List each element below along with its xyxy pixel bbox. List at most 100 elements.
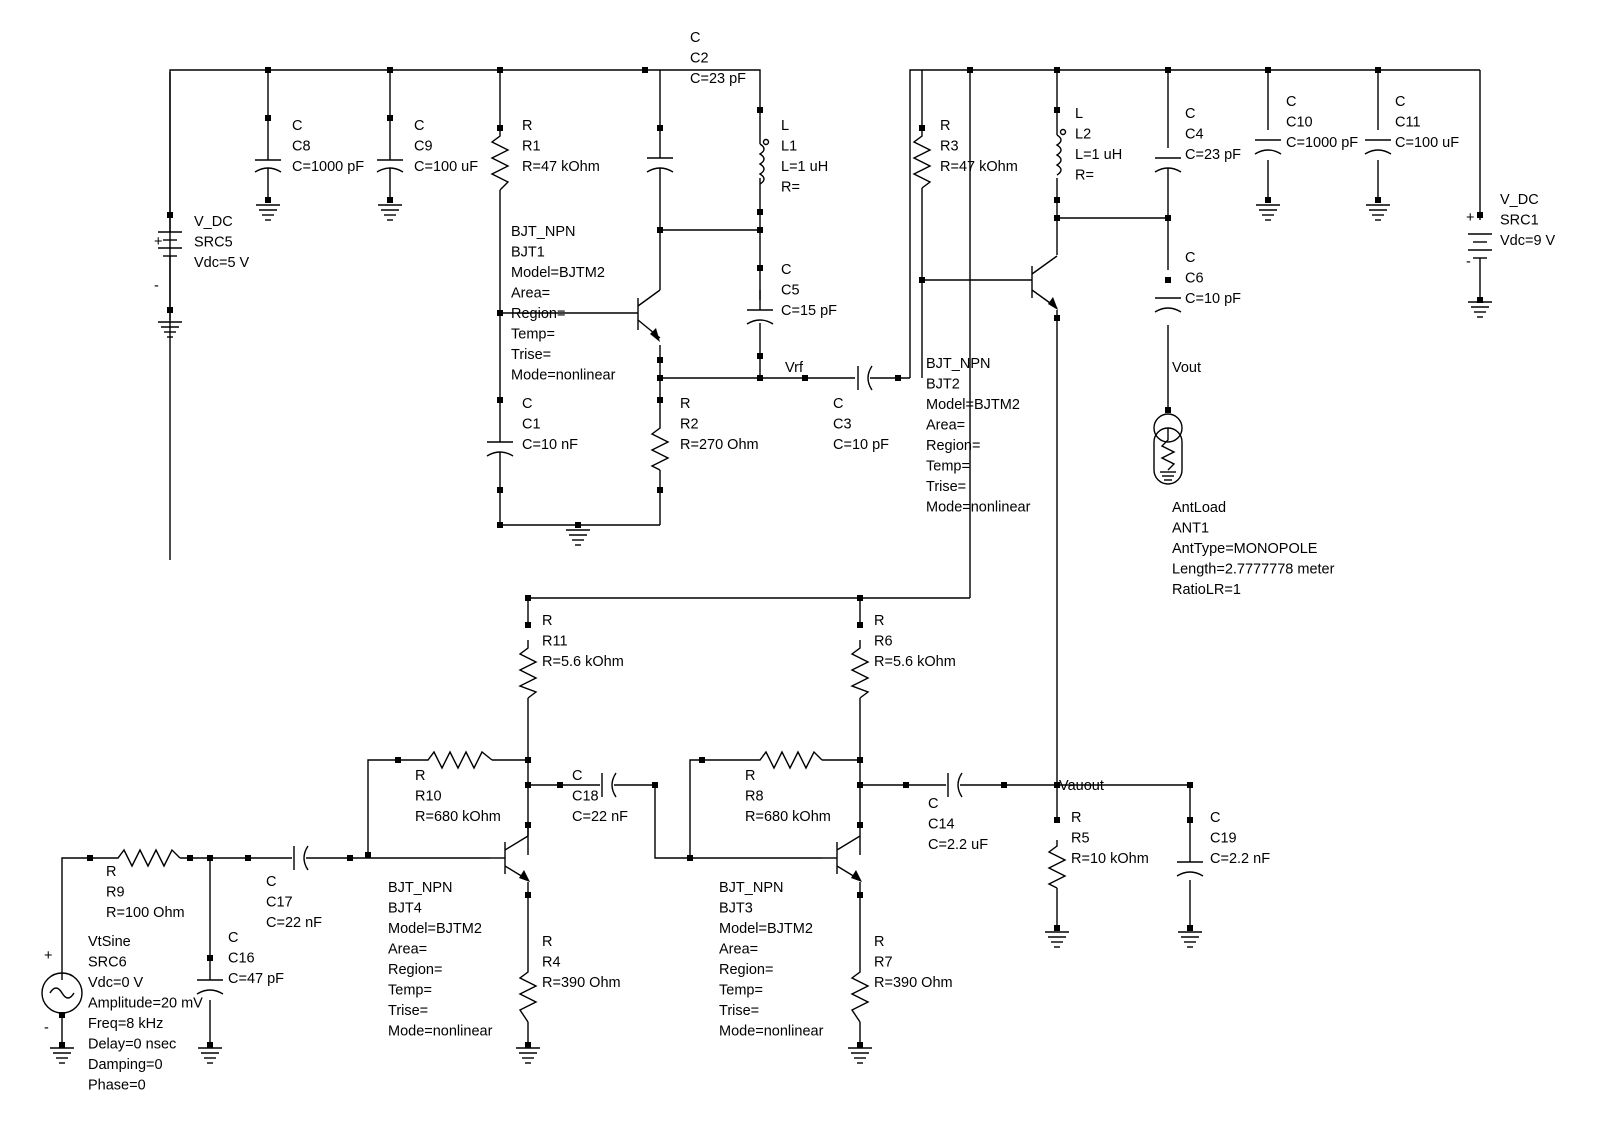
- label-src5-line: Vdc=5 V: [194, 255, 250, 271]
- label-l1-line: L=1 uH: [781, 159, 828, 175]
- junction-dot: [657, 487, 663, 493]
- transistors: [490, 255, 1058, 882]
- junction-dot: [265, 115, 271, 121]
- junction-dot: [497, 487, 503, 493]
- ground-icon: [1256, 204, 1280, 221]
- label-src5-line: SRC5: [194, 235, 233, 251]
- label-ant1-line: RatioLR=1: [1172, 582, 1241, 598]
- junction-dot: [757, 265, 763, 271]
- ground-icon: [50, 1047, 74, 1064]
- junction-dot: [1375, 197, 1381, 203]
- resistor-r8-symbol: [752, 750, 823, 770]
- junction-dot: [895, 375, 901, 381]
- junction-dot: [757, 209, 763, 215]
- resistor-r3-symbol: [912, 128, 932, 189]
- label-c19-line: C19: [1210, 831, 1237, 847]
- junction-dot: [525, 757, 531, 763]
- label-bjt3-line: Area=: [719, 942, 758, 958]
- junction-dot: [207, 855, 213, 861]
- label-c14-line: C: [928, 796, 938, 812]
- junction-dot: [1054, 67, 1060, 73]
- sources: [41, 215, 1492, 1014]
- junction-dot: [657, 357, 663, 363]
- label-c2-line: C: [690, 30, 700, 46]
- junction-dot: [903, 782, 909, 788]
- label-c17-line: C=22 nF: [266, 915, 322, 931]
- battery-src1-symbol: [1468, 233, 1492, 270]
- label-src6-line: SRC6: [88, 955, 127, 971]
- label-r3-line: R: [940, 118, 950, 134]
- label-r7-line: R=390 Ohm: [874, 975, 953, 991]
- junction-dot: [187, 855, 193, 861]
- label-r3-line: R=47 kOhm: [940, 159, 1018, 175]
- label-c11-line: C11: [1395, 115, 1421, 131]
- label-bjt4-line: Mode=nonlinear: [388, 1024, 493, 1040]
- ground-icon: [198, 1047, 222, 1064]
- label-c4-line: C: [1185, 106, 1195, 122]
- ground-icon: [1045, 931, 1069, 948]
- label-bjt1-line: BJT_NPN: [511, 224, 575, 240]
- label-bjt3-line: Region=: [719, 962, 773, 978]
- resistor-r1-symbol: [490, 128, 510, 191]
- label-r5-line: R=10 kOhm: [1071, 851, 1149, 867]
- label-bjt4-line: Temp=: [388, 983, 432, 999]
- resistor-r9-symbol: [110, 848, 181, 868]
- junction-dot: [497, 67, 503, 73]
- junction-dot: [387, 115, 393, 121]
- label-r4-line: R4: [542, 955, 561, 971]
- label-c10-line: C10: [1286, 115, 1313, 131]
- junction-dot: [757, 353, 763, 359]
- label-r5-line: R: [1071, 810, 1081, 826]
- label-r1-line: R1: [522, 139, 541, 155]
- junction-dot: [919, 277, 925, 283]
- junction-dot: [167, 307, 173, 313]
- junction-dot: [1265, 67, 1271, 73]
- label-r8-line: R8: [745, 789, 764, 805]
- label-l2-line: L=1 uH: [1075, 147, 1122, 163]
- capacitors: [196, 118, 1392, 995]
- junction-dot: [1001, 782, 1007, 788]
- ground-icon: [1366, 204, 1390, 221]
- label-c9-line: C9: [414, 139, 433, 155]
- junctions: [59, 67, 1483, 1048]
- label-c16-line: C16: [228, 951, 255, 967]
- junction-dot: [757, 227, 763, 233]
- junction-dot: [387, 67, 393, 73]
- label-c1-line: C=10 nF: [522, 437, 578, 453]
- label-l1-line: R=: [781, 180, 800, 196]
- junction-dot: [525, 782, 531, 788]
- junction-dot: [395, 757, 401, 763]
- label-bjt2-line: Mode=nonlinear: [926, 500, 1031, 516]
- junction-dot: [1187, 817, 1193, 823]
- junction-dot: [757, 107, 763, 113]
- label-l2-line: L: [1075, 106, 1083, 122]
- bjt3-symbol: [822, 835, 862, 882]
- label-r10-line: R10: [415, 789, 442, 805]
- label-bjt3-line: BJT_NPN: [719, 880, 783, 896]
- label-c3-line: C3: [833, 417, 852, 433]
- src6-minus-sign: -: [44, 1020, 49, 1036]
- label-c6-line: C=10 pF: [1185, 291, 1241, 307]
- junction-dot: [1165, 407, 1171, 413]
- label-ant1-line: Length=2.7777778 meter: [1172, 562, 1335, 578]
- junction-dot: [1054, 215, 1060, 221]
- label-r8-line: R: [745, 768, 755, 784]
- label-bjt2-line: Region=: [926, 438, 980, 454]
- resistor-r10-symbol: [420, 750, 493, 770]
- junction-dot: [1265, 197, 1271, 203]
- label-bjt3-line: BJT3: [719, 901, 753, 917]
- label-c19-line: C=2.2 nF: [1210, 851, 1270, 867]
- junction-dot: [1054, 782, 1060, 788]
- label-r4-line: R=390 Ohm: [542, 975, 621, 991]
- label-c5-line: C: [781, 262, 791, 278]
- label-r9-line: R9: [106, 885, 125, 901]
